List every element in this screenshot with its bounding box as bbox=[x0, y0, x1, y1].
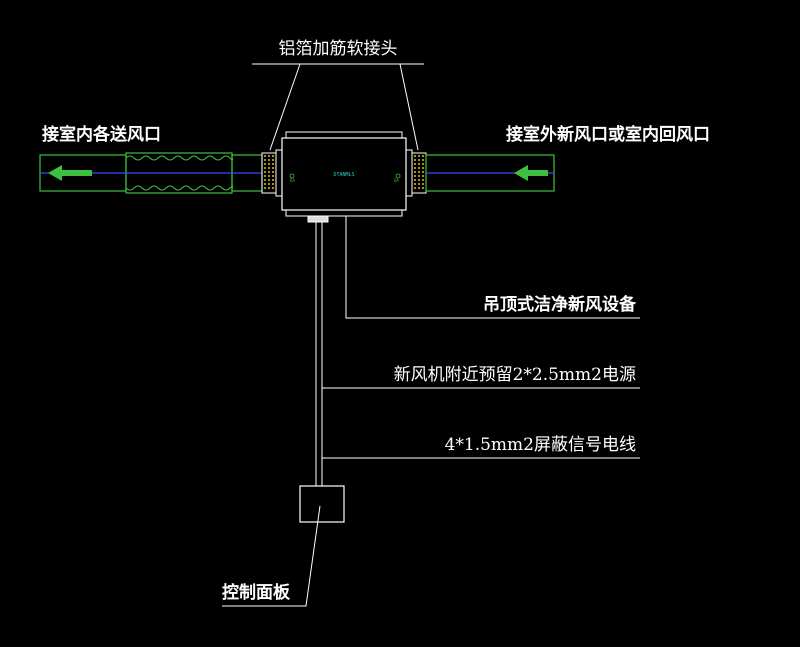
port-right-tag: OA bbox=[394, 178, 399, 183]
cable-conduit bbox=[315, 222, 323, 486]
signal-callout: 4*1.5mm2屏蔽信号电线 bbox=[322, 435, 640, 459]
left-duct-flex-ribs-top bbox=[125, 155, 234, 161]
fresh-air-unit: DTANMLS EA OA bbox=[281, 131, 407, 223]
power-label: 新风机附近预留2*2.5mm2电源 bbox=[394, 365, 636, 385]
unit-callout: 吊顶式洁净新风设备 bbox=[345, 216, 640, 319]
control-panel-label: 控制面板 bbox=[222, 582, 291, 603]
unit-bottom-flange bbox=[285, 209, 403, 217]
top-connector-label: 铝箔加筋软接头 bbox=[279, 39, 398, 59]
control-panel: 控制面板 bbox=[222, 485, 345, 607]
signal-label: 4*1.5mm2屏蔽信号电线 bbox=[445, 435, 636, 455]
unit-label: 吊顶式洁净新风设备 bbox=[483, 294, 637, 315]
arrow-left-icon bbox=[514, 165, 548, 181]
port-right-marker bbox=[395, 173, 401, 179]
right-inlet-label: 接室外新风口或室内回风口 bbox=[506, 124, 710, 145]
port-left-marker bbox=[289, 173, 295, 179]
power-callout: 新风机附近预留2*2.5mm2电源 bbox=[322, 365, 640, 389]
top-connector-callout: 铝箔加筋软接头 bbox=[252, 39, 424, 151]
unit-top-flange bbox=[285, 131, 403, 139]
left-outlet-label: 接室内各送风口 bbox=[42, 124, 161, 145]
port-left-tag: EA bbox=[290, 178, 295, 183]
arrow-left-icon bbox=[48, 165, 92, 181]
control-panel-box bbox=[299, 485, 345, 523]
right-duct bbox=[425, 154, 555, 192]
unit-model-tag: DTANMLS bbox=[333, 172, 354, 178]
unit-terminal-box bbox=[307, 215, 329, 223]
left-duct-flex-ribs-bottom bbox=[125, 185, 234, 191]
